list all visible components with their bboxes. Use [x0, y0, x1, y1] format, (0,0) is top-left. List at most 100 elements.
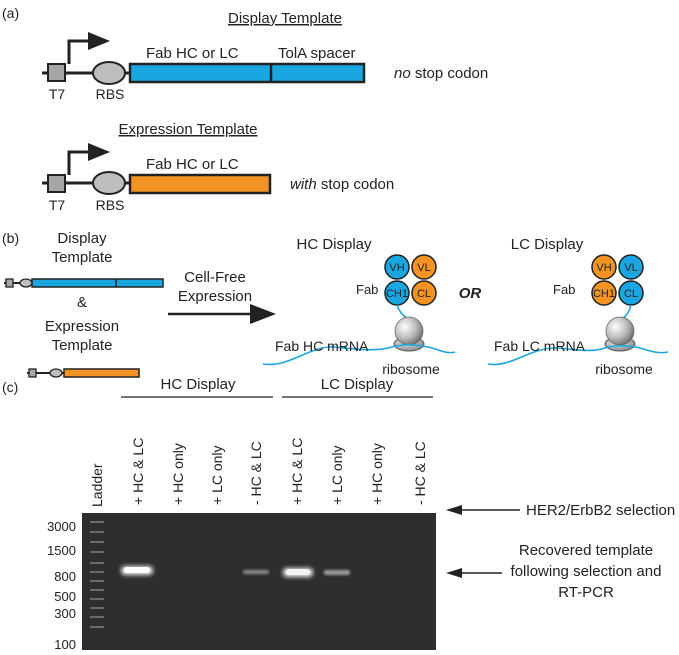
display-rbs-label: RBS	[96, 86, 125, 102]
lc-ribosome-large	[605, 316, 635, 346]
ladder-size-label: 1500	[47, 543, 76, 558]
lc-ch1-domain	[591, 280, 617, 306]
lc-nascent-chain	[621, 304, 632, 320]
hc-nascent-chain	[396, 304, 408, 319]
ladder-band	[90, 626, 104, 628]
b-display-template-line1: Display	[57, 230, 107, 247]
ladder-size-label: 800	[54, 569, 76, 584]
b-display-template-line2: Template	[52, 249, 113, 266]
lc-vh-label: VH	[596, 262, 611, 274]
display-t7-label: T7	[49, 86, 66, 102]
ladder-size-labels: 3000 1500 800 500 300 100	[47, 519, 76, 652]
display-template-title: Display Template	[228, 10, 342, 27]
expression-note: with stop codon	[290, 176, 394, 193]
arrow-label-line1: Cell-Free	[184, 269, 246, 286]
group2-label: LC Display	[321, 376, 394, 393]
cell-free-arrowhead	[250, 304, 276, 324]
ladder-size-label: 3000	[47, 519, 76, 534]
display-segment1-label: Fab HC or LC	[146, 45, 239, 62]
hc-mrna-label: Fab HC mRNA	[275, 338, 369, 354]
ladder-band	[90, 598, 104, 600]
lane-labels: + HC & LC + HC only + LC only - HC & LC + HC…	[130, 438, 428, 505]
ladder-band	[90, 616, 104, 618]
lc-fab-label: Fab	[553, 282, 575, 297]
panel-a-label: (a)	[2, 5, 19, 21]
expression-template-title: Expression Template	[119, 121, 258, 138]
b-expression-template-line1: Expression	[45, 318, 119, 335]
recovered-arrowhead	[446, 568, 462, 578]
lane-label: + LC only	[329, 445, 345, 505]
lane-label: + LC only	[209, 445, 225, 505]
display-template-bar	[128, 62, 366, 84]
hc-mrna	[262, 343, 456, 366]
ladder-band	[90, 531, 104, 533]
band-lc-lane2	[324, 570, 350, 575]
lane-label: + HC & LC	[289, 438, 305, 505]
hc-ribosome-large	[394, 316, 424, 346]
lc-vl-domain	[618, 254, 644, 280]
hc-cl-label: CL	[417, 288, 431, 300]
hc-vh-domain	[384, 254, 410, 280]
band-hc-lane4	[243, 570, 269, 574]
display-template-construct	[42, 32, 366, 85]
lane-label: - HC & LC	[412, 441, 428, 505]
ladder-band	[90, 580, 104, 582]
lc-mrna	[487, 344, 669, 366]
lc-fab-domains	[591, 254, 644, 306]
group1-label: HC Display	[160, 376, 236, 393]
annotation-recovered-line3: RT-PCR	[558, 584, 614, 601]
lc-display-title: LC Display	[511, 236, 584, 253]
hc-display-title: HC Display	[296, 236, 372, 253]
lc-mrna-label: Fab LC mRNA	[494, 338, 586, 354]
ladder-band	[90, 551, 104, 553]
promoter-arrow	[67, 150, 92, 175]
hc-vh-label: VH	[389, 262, 404, 274]
lane-label: + HC only	[170, 443, 186, 505]
ladder-size-label: 500	[54, 589, 76, 604]
band-lc-lane1-core	[286, 569, 310, 575]
expression-segment1-label: Fab HC or LC	[146, 156, 239, 173]
hc-cl-domain	[411, 280, 437, 306]
annotation-recovered-line2: following selection and	[511, 563, 662, 580]
lc-ribosome-label: ribosome	[595, 361, 653, 377]
arrow-label-line2: Expression	[178, 288, 252, 305]
gel	[82, 513, 436, 650]
hc-vl-label: VL	[417, 262, 430, 274]
ladder-size-label: 300	[54, 606, 76, 621]
ladder-label: Ladder	[89, 463, 105, 507]
mini-expression-template	[27, 368, 140, 378]
band-hc-lane1-core	[124, 567, 150, 573]
lane-label: + HC & LC	[130, 438, 146, 505]
promoter-arrowhead	[88, 143, 110, 161]
rbs-ellipse	[92, 61, 126, 85]
ladder-band	[90, 562, 104, 564]
ladder-band	[90, 607, 104, 609]
ladder-band	[90, 521, 104, 523]
expression-t7-label: T7	[49, 197, 66, 213]
hc-ch1-label: CH1	[386, 288, 408, 300]
ladder-band	[90, 589, 104, 591]
t7-promoter-box	[47, 174, 66, 193]
annotation-recovered-line1: Recovered template	[519, 542, 653, 559]
expression-rbs-label: RBS	[96, 197, 125, 213]
lane-label: - HC & LC	[248, 441, 264, 505]
ladder-bands	[90, 521, 104, 628]
panel-c-label: (c)	[2, 379, 18, 395]
mini-display-template	[4, 278, 164, 288]
lane-label: + HC only	[369, 443, 385, 505]
expression-template-construct	[42, 143, 272, 195]
hc-vl-domain	[411, 254, 437, 280]
promoter-arrow	[67, 39, 92, 64]
ampersand: &	[77, 294, 87, 311]
ladder-band	[90, 571, 104, 573]
selection-arrowhead	[446, 505, 462, 515]
sample-bands	[121, 566, 350, 577]
promoter-arrowhead	[88, 32, 110, 50]
lc-vl-label: VL	[624, 262, 637, 274]
lc-ch1-label: CH1	[593, 288, 615, 300]
lc-cl-label: CL	[624, 288, 638, 300]
t7-promoter-box	[47, 63, 66, 82]
rbs-ellipse	[92, 171, 126, 195]
ladder-size-label: 100	[54, 637, 76, 652]
